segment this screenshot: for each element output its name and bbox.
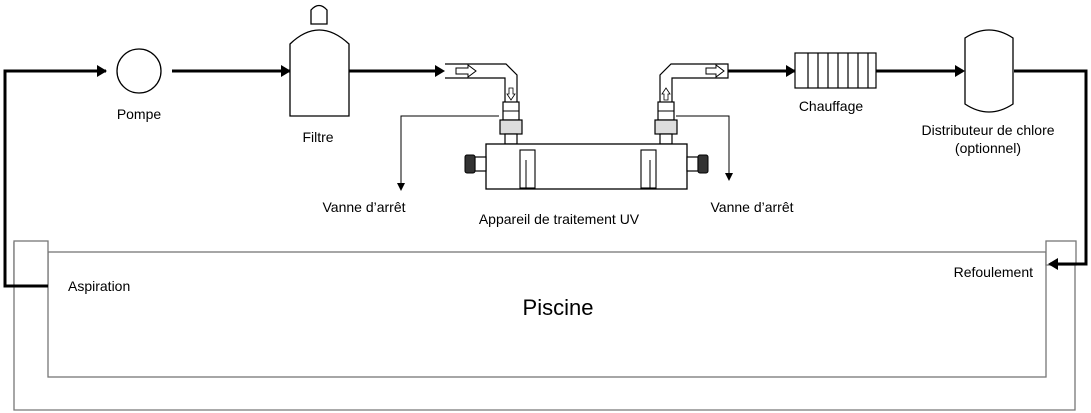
chlorinator-symbol <box>964 29 1014 113</box>
pump-label: Pompe <box>117 106 162 122</box>
pool-label: Piscine <box>523 295 594 320</box>
flow-arrow-to-heater <box>786 65 796 77</box>
filter-symbol <box>289 4 350 117</box>
uv-outlet-connection <box>654 63 729 145</box>
inlet-flow-arrow-icon <box>455 64 477 78</box>
uv-unit-label: Appareil de traitement UV <box>479 211 640 227</box>
valve-leader-lines <box>397 115 733 191</box>
heater-label: Chauffage <box>799 98 864 114</box>
pipe-chlorinator-to-return <box>1014 69 1088 266</box>
inlet-down-arrow-icon <box>506 87 516 101</box>
valve-right-label: Vanne d’arrêt <box>710 199 793 215</box>
chlorinator-label-line1: Distributeur de chlore <box>921 122 1054 138</box>
return-box <box>1045 240 1077 266</box>
heater-symbol <box>794 52 877 89</box>
return-label: Refoulement <box>954 264 1033 280</box>
outlet-flow-arrow-icon <box>705 64 725 78</box>
flow-arrow-to-return <box>1048 258 1058 270</box>
uv-inlet-connection <box>445 63 523 145</box>
filter-label: Filtre <box>302 129 333 145</box>
leader-valve-left <box>397 115 499 191</box>
pipe-suction-to-pump <box>3 69 106 288</box>
valve-left-label: Vanne d’arrêt <box>322 199 405 215</box>
flow-arrow-to-filter <box>281 65 291 77</box>
outlet-up-arrow-icon <box>661 87 671 101</box>
pump-symbol <box>116 48 162 94</box>
suction-box <box>13 240 49 287</box>
flow-arrows <box>97 65 1058 270</box>
uv-unit-symbol <box>464 143 709 190</box>
main-piping <box>3 69 1088 288</box>
suction-label: Aspiration <box>68 278 130 294</box>
leader-valve-right <box>676 115 733 181</box>
flow-arrow-to-chlorinator <box>955 65 965 77</box>
chlorinator-label-line2: (optionnel) <box>955 140 1021 156</box>
flow-arrow-to-pump <box>97 65 107 77</box>
pool-basin <box>13 240 1077 411</box>
flow-arrow-to-uv <box>435 65 445 77</box>
